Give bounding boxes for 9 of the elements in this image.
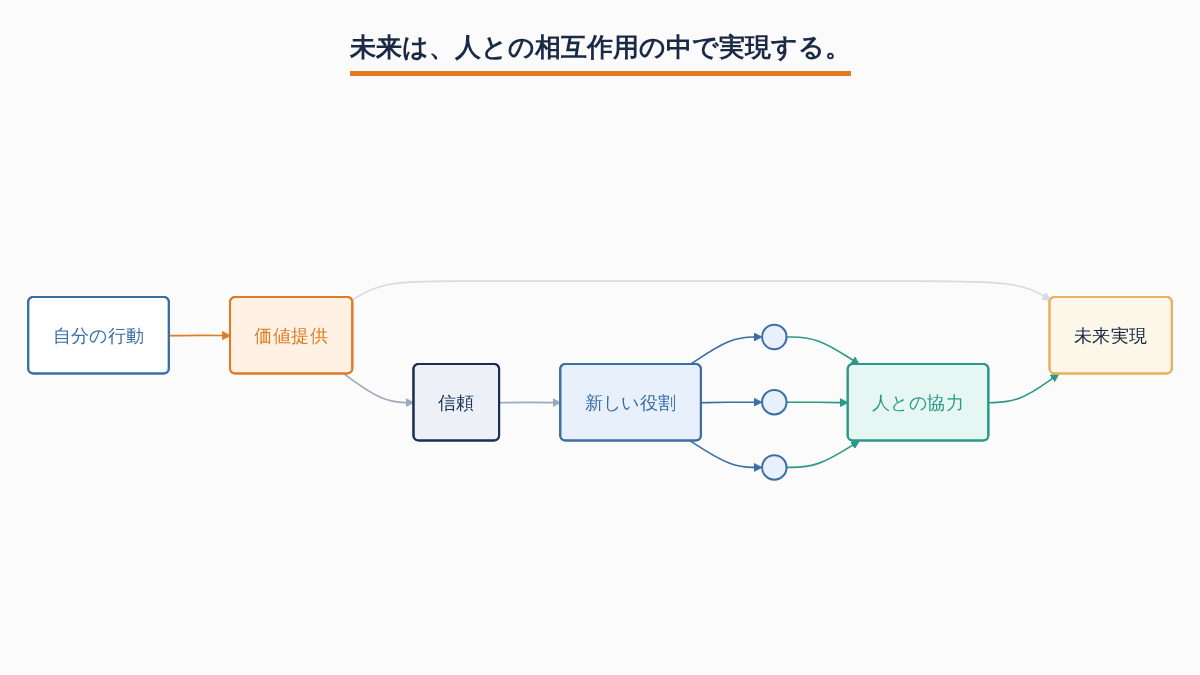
title: 未来は、人との相互作用の中で実現する。 [349,30,851,76]
arrow [689,439,763,472]
arrow [700,397,763,407]
node-circle [761,323,788,350]
arrow [988,373,1060,404]
node-circle [761,453,788,481]
node-circle [761,388,788,416]
arrow [351,279,1052,301]
arrow [168,330,231,340]
